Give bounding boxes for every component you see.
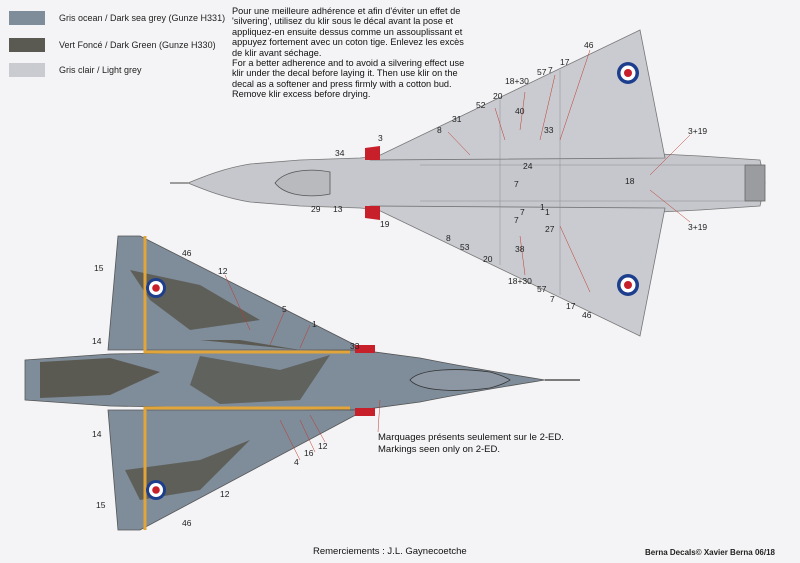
svg-text:18: 18 bbox=[625, 176, 635, 186]
top-wing-lower bbox=[369, 205, 666, 337]
top-wing-upper bbox=[369, 29, 666, 161]
camo-wing-upper bbox=[107, 235, 366, 351]
svg-text:14: 14 bbox=[92, 336, 102, 346]
camo-canopy bbox=[409, 369, 511, 391]
svg-text:46: 46 bbox=[182, 248, 192, 258]
svg-text:29: 29 bbox=[311, 204, 321, 214]
svg-text:46: 46 bbox=[182, 518, 192, 528]
svg-text:18+30: 18+30 bbox=[508, 276, 532, 286]
svg-text:16: 16 bbox=[304, 448, 314, 458]
legend-label: Gris clair / Light grey bbox=[59, 65, 142, 75]
legend-label: Vert Foncé / Dark Green (Gunze H330) bbox=[59, 40, 216, 50]
top-view-aircraft: 46 17 7 57 18+30 20 40 52 31 8 3 34 33 2… bbox=[170, 29, 766, 337]
svg-text:1: 1 bbox=[540, 202, 545, 212]
exhaust bbox=[744, 164, 766, 202]
svg-text:7: 7 bbox=[550, 294, 555, 304]
roundel bbox=[617, 62, 639, 84]
svg-text:46: 46 bbox=[582, 310, 592, 320]
intake-lower bbox=[365, 206, 380, 220]
svg-text:53: 53 bbox=[460, 242, 470, 252]
intake-upper bbox=[365, 146, 380, 160]
svg-text:7: 7 bbox=[548, 65, 553, 75]
svg-text:12: 12 bbox=[318, 441, 328, 451]
svg-text:3+19: 3+19 bbox=[688, 126, 707, 136]
legend-label: Gris ocean / Dark sea grey (Gunze H331) bbox=[59, 13, 226, 23]
markings-note: Marquages présents seulement sur le 2-ED… bbox=[378, 432, 564, 455]
wing-stripe-lower bbox=[143, 406, 350, 530]
callout-lines bbox=[224, 274, 381, 461]
svg-text:57: 57 bbox=[537, 67, 547, 77]
svg-text:46: 46 bbox=[584, 40, 594, 50]
svg-text:12: 12 bbox=[220, 489, 230, 499]
instructions-french: Pour une meilleure adhérence et afin d'é… bbox=[232, 6, 464, 58]
svg-text:57: 57 bbox=[537, 284, 547, 294]
svg-text:3+19: 3+19 bbox=[688, 222, 707, 232]
svg-text:33: 33 bbox=[544, 125, 554, 135]
instructions-english: For a better adherence and to avoid a si… bbox=[232, 58, 465, 100]
svg-text:24: 24 bbox=[523, 161, 533, 171]
callout-lines bbox=[447, 49, 691, 293]
svg-text:12: 12 bbox=[218, 266, 228, 276]
svg-text:8: 8 bbox=[446, 233, 451, 243]
color-swatch bbox=[9, 38, 45, 52]
svg-text:17: 17 bbox=[560, 57, 570, 67]
legend-item-dark-green: Vert Foncé / Dark Green (Gunze H330) bbox=[9, 38, 216, 52]
wing-stripe-upper bbox=[143, 236, 350, 354]
roundel bbox=[617, 274, 639, 296]
svg-text:5: 5 bbox=[282, 304, 287, 314]
acknowledgements: Remerciements : J.L. Gaynecoetche bbox=[313, 546, 467, 557]
note-french: Marquages présents seulement sur le 2-ED… bbox=[378, 432, 564, 443]
svg-text:38: 38 bbox=[515, 244, 525, 254]
top-view-callout-numbers: 46 17 7 57 18+30 20 40 52 31 8 3 34 33 2… bbox=[311, 40, 707, 320]
svg-text:31: 31 bbox=[452, 114, 462, 124]
roundel bbox=[146, 480, 166, 500]
note-english: Markings seen only on 2-ED. bbox=[378, 443, 500, 455]
svg-text:20: 20 bbox=[493, 91, 503, 101]
svg-text:40: 40 bbox=[515, 106, 525, 116]
svg-text:19: 19 bbox=[380, 219, 390, 229]
svg-text:52: 52 bbox=[476, 100, 486, 110]
svg-text:1: 1 bbox=[545, 207, 550, 217]
svg-text:34: 34 bbox=[335, 148, 345, 158]
credit-line: Berna Decals© Xavier Berna 06/18 bbox=[645, 548, 775, 557]
svg-text:20: 20 bbox=[483, 254, 493, 264]
svg-text:33: 33 bbox=[350, 341, 360, 351]
svg-text:15: 15 bbox=[96, 500, 106, 510]
svg-text:3: 3 bbox=[378, 133, 383, 143]
svg-text:15: 15 bbox=[94, 263, 104, 273]
camo-view-callout-numbers: 46 15 12 5 1 33 14 14 12 16 4 12 15 46 bbox=[92, 248, 360, 528]
legend-item-light-grey: Gris clair / Light grey bbox=[9, 63, 142, 77]
legend-item-dark-sea-grey: Gris ocean / Dark sea grey (Gunze H331) bbox=[9, 11, 225, 25]
camo-view-aircraft: 46 15 12 5 1 33 14 14 12 16 4 12 15 46 bbox=[24, 235, 580, 531]
color-swatch bbox=[9, 11, 45, 25]
svg-text:4: 4 bbox=[294, 457, 299, 467]
svg-text:7: 7 bbox=[514, 215, 519, 225]
roundel bbox=[146, 278, 166, 298]
svg-text:17: 17 bbox=[566, 301, 576, 311]
svg-text:7: 7 bbox=[520, 207, 525, 217]
svg-text:7: 7 bbox=[514, 179, 519, 189]
svg-text:8: 8 bbox=[437, 125, 442, 135]
color-swatch bbox=[9, 63, 45, 77]
camo-wing-lower bbox=[107, 409, 366, 531]
svg-text:27: 27 bbox=[545, 224, 555, 234]
svg-text:14: 14 bbox=[92, 429, 102, 439]
canopy bbox=[274, 169, 331, 197]
application-instructions: Pour une meilleure adhérence et afin d'é… bbox=[232, 6, 470, 100]
svg-text:1: 1 bbox=[312, 319, 317, 329]
svg-text:13: 13 bbox=[333, 204, 343, 214]
svg-text:18+30: 18+30 bbox=[505, 76, 529, 86]
